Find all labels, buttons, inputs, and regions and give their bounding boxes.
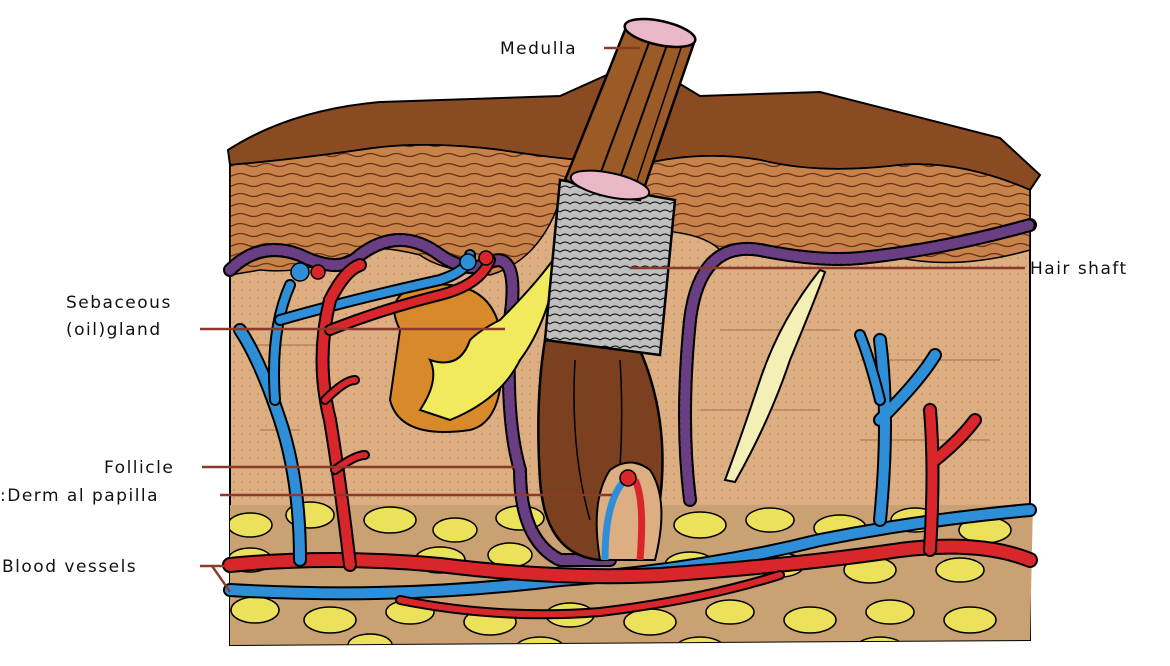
label-medulla: Medulla [500,39,577,59]
label-hair-shaft: Hair shaft [1030,259,1128,279]
label-sebaceous-line2: (oil)gland [66,320,162,340]
label-sebaceous-line1: Sebaceous [66,293,172,313]
label-dermal-papilla: :Derm al papilla [0,486,159,506]
label-follicle: Follicle [104,458,174,478]
dermal-papilla [597,463,662,561]
label-blood-vessels: Blood vessels [2,557,137,577]
